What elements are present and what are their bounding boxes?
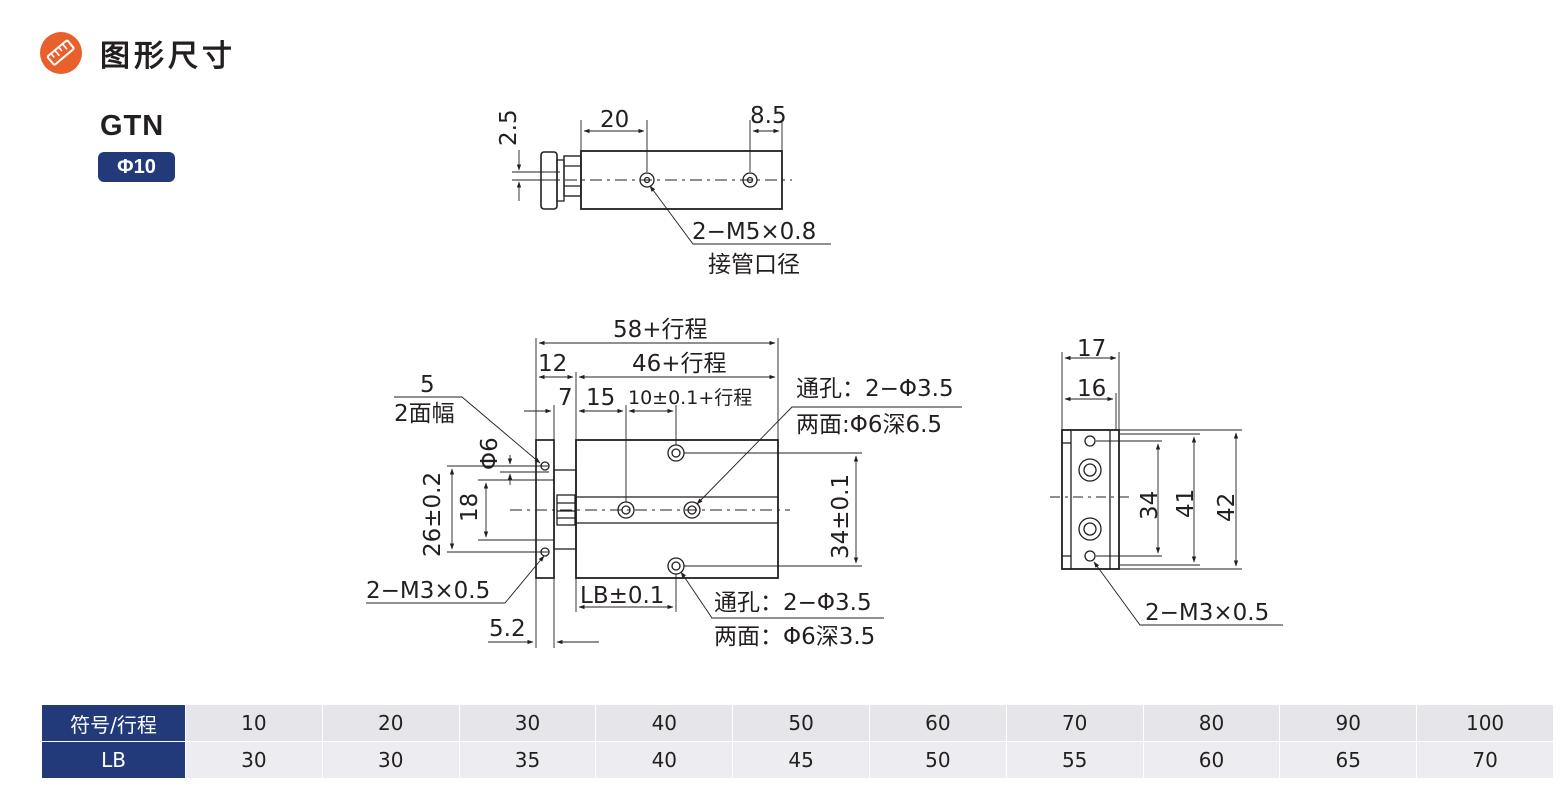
dim-58-label: 58+行程: [613, 317, 708, 343]
lb-cell: 70: [1416, 741, 1554, 778]
hole-top-line2: 两面:Φ6深6.5: [796, 412, 942, 438]
port-thread-label: 2−M5×0.8: [692, 219, 816, 245]
stroke-cell: 30: [459, 705, 597, 742]
dimension-drawing: 20 8.5 2.5 2−M5×0.8 接管口径: [366, 103, 1283, 650]
top-view: [512, 120, 831, 245]
lb-cell: 30: [185, 741, 323, 778]
stroke-cell: 100: [1416, 705, 1554, 742]
table-row: 符号/行程 10 20 30 40 50 60 70 80 90 100: [42, 705, 1554, 742]
bore-badge: Φ10: [98, 152, 175, 182]
lb-cell: 55: [1006, 741, 1144, 778]
model-name: GTN: [100, 110, 165, 142]
dim-18-label: 18: [457, 493, 483, 522]
stroke-cell: 40: [595, 705, 734, 742]
row2-header: LB: [42, 741, 186, 778]
front-view: [366, 338, 962, 648]
stroke-cell: 60: [869, 705, 1007, 742]
lb-cell: 35: [459, 741, 597, 778]
side-dim-17-label: 17: [1077, 336, 1106, 362]
ruler-pencil-icon: [40, 32, 82, 74]
table-row: LB 30 30 35 40 45 50 55 60 65 70: [42, 741, 1554, 778]
dim-20-label: 20: [600, 107, 629, 133]
dim-46-label: 46+行程: [632, 351, 727, 377]
port-label: 接管口径: [708, 252, 800, 278]
lb-cell: 45: [732, 741, 870, 778]
lb-cell: 60: [1143, 741, 1281, 778]
hole-top-line1: 通孔：2−Φ3.5: [796, 376, 954, 402]
dim-5-note-label: 2面幅: [394, 401, 455, 427]
section-title: 图形尺寸: [100, 40, 236, 73]
row1-header: 符号/行程: [42, 705, 186, 742]
lb-cell: 65: [1279, 741, 1418, 778]
side-dim-16-label: 16: [1077, 376, 1106, 402]
dim-5-label: 5: [420, 372, 435, 398]
lb-cell: 30: [322, 741, 460, 778]
dim-26-label: 26±0.2: [420, 472, 446, 557]
stroke-cell: 70: [1006, 705, 1144, 742]
dim-12-label: 12: [538, 351, 567, 377]
stroke-lb-table: 符号/行程 10 20 30 40 50 60 70 80 90 100 LB …: [42, 705, 1554, 778]
lb-cell: 50: [869, 741, 1007, 778]
dim-34-label: 34±0.1: [828, 474, 854, 559]
dim-phi6-label: Φ6: [477, 437, 503, 470]
side-dim-34-label: 34: [1137, 491, 1163, 520]
stroke-cell: 90: [1279, 705, 1418, 742]
stroke-cell: 20: [322, 705, 460, 742]
dim-lb-label: LB±0.1: [580, 583, 664, 609]
side-view: [1050, 352, 1283, 626]
dim-5-2-label: 5.2: [489, 616, 526, 642]
front-view-labels: 58+行程 46+行程 12 7 15 10±0.1+行程 5 2面幅 Φ6 2…: [366, 317, 954, 650]
dim-7-label: 7: [558, 385, 573, 411]
stroke-cell: 80: [1143, 705, 1281, 742]
side-dim-42-label: 42: [1214, 493, 1240, 522]
stroke-cell: 50: [732, 705, 870, 742]
side-dim-41-label: 41: [1173, 489, 1199, 518]
dim-8-5-label: 8.5: [750, 103, 787, 129]
dim-15-label: 15: [586, 385, 615, 411]
top-view-labels: 20 8.5 2.5 2−M5×0.8 接管口径: [496, 103, 816, 278]
side-view-labels: 17 16 34 41 42 2−M3×0.5: [1077, 336, 1269, 626]
side-thread-label: 2−M3×0.5: [1145, 600, 1269, 626]
dim-2-5-label: 2.5: [496, 109, 522, 146]
hole-bottom-line1: 通孔：2−Φ3.5: [714, 590, 872, 616]
dim-10-label: 10±0.1+行程: [628, 387, 752, 409]
lb-cell: 40: [595, 741, 734, 778]
front-thread-label: 2−M3×0.5: [366, 578, 490, 604]
hole-bottom-line2: 两面：Φ6深3.5: [714, 624, 875, 650]
stroke-cell: 10: [185, 705, 323, 742]
section-header: 图形尺寸: [40, 32, 236, 74]
